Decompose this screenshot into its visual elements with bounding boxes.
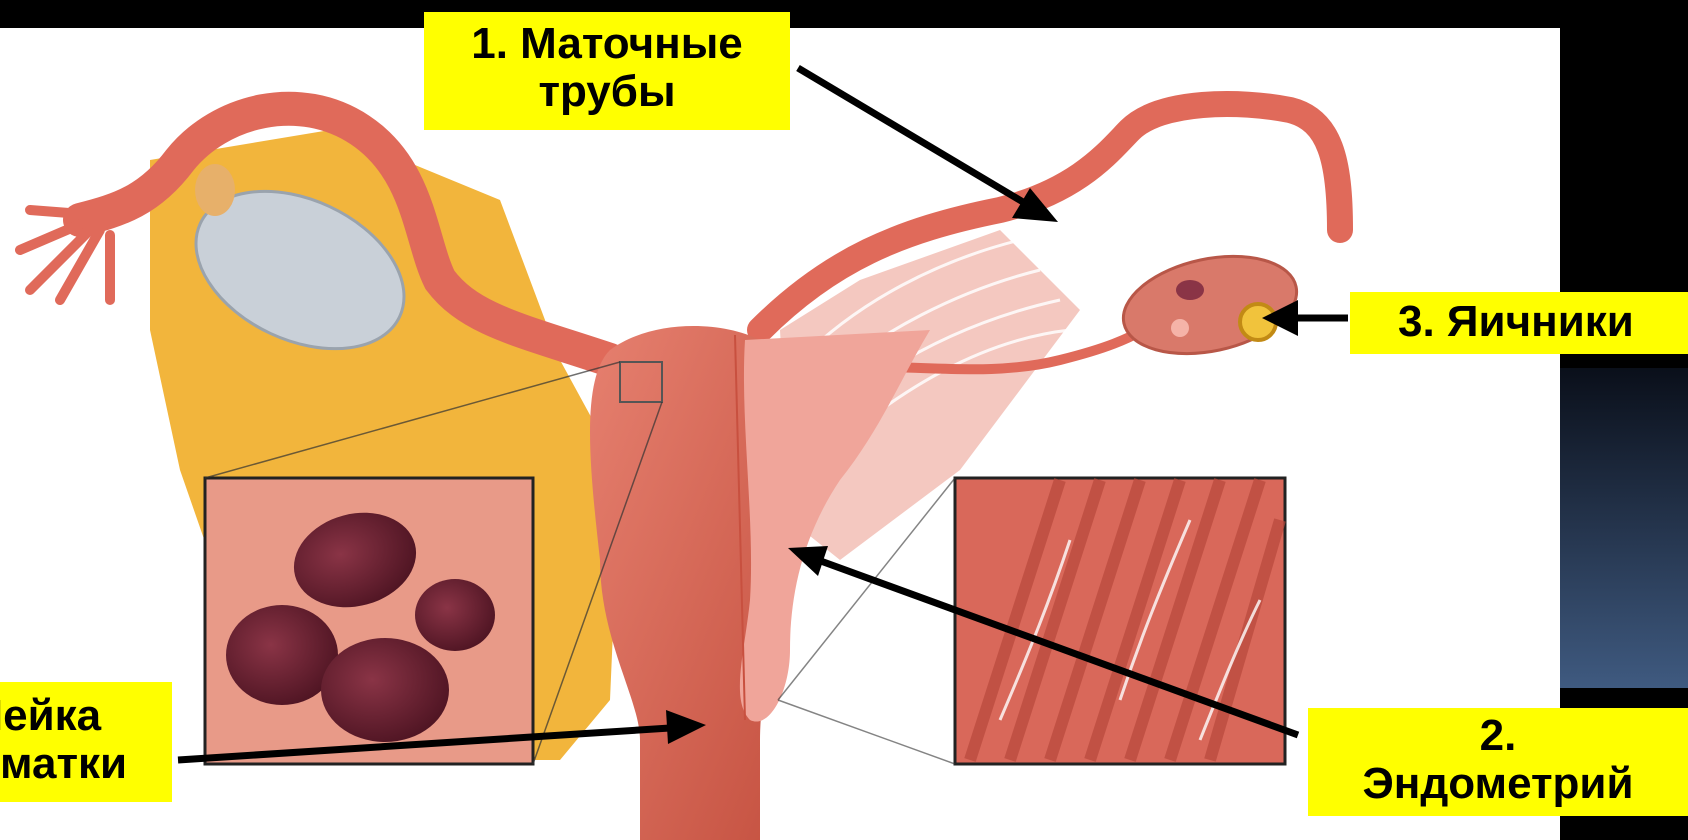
label-cervix: 4. Шейка матки xyxy=(0,682,172,802)
label-fallopian-tubes-line1: 1. Маточные xyxy=(424,20,790,68)
left-follicle xyxy=(195,164,235,216)
blue-panel xyxy=(1560,368,1688,688)
label-endometrium-line1: 2. xyxy=(1308,712,1688,760)
label-ovaries-line1: 3. Яичники xyxy=(1398,298,1688,346)
label-fallopian-tubes: 1. Маточные трубы xyxy=(424,12,790,130)
right-ovary-spot-2 xyxy=(1171,319,1189,337)
label-cervix-line2: матки xyxy=(0,740,172,788)
label-ovaries: 3. Яичники xyxy=(1350,292,1688,354)
right-ovary-spot xyxy=(1176,280,1204,300)
muscle-inset xyxy=(955,478,1285,764)
label-endometrium: 2. Эндометрий xyxy=(1308,708,1688,816)
label-endometrium-line2: Эндометрий xyxy=(1308,760,1688,808)
label-fallopian-tubes-line2: трубы xyxy=(424,68,790,116)
label-cervix-line1: 4. Шейка xyxy=(0,692,172,740)
